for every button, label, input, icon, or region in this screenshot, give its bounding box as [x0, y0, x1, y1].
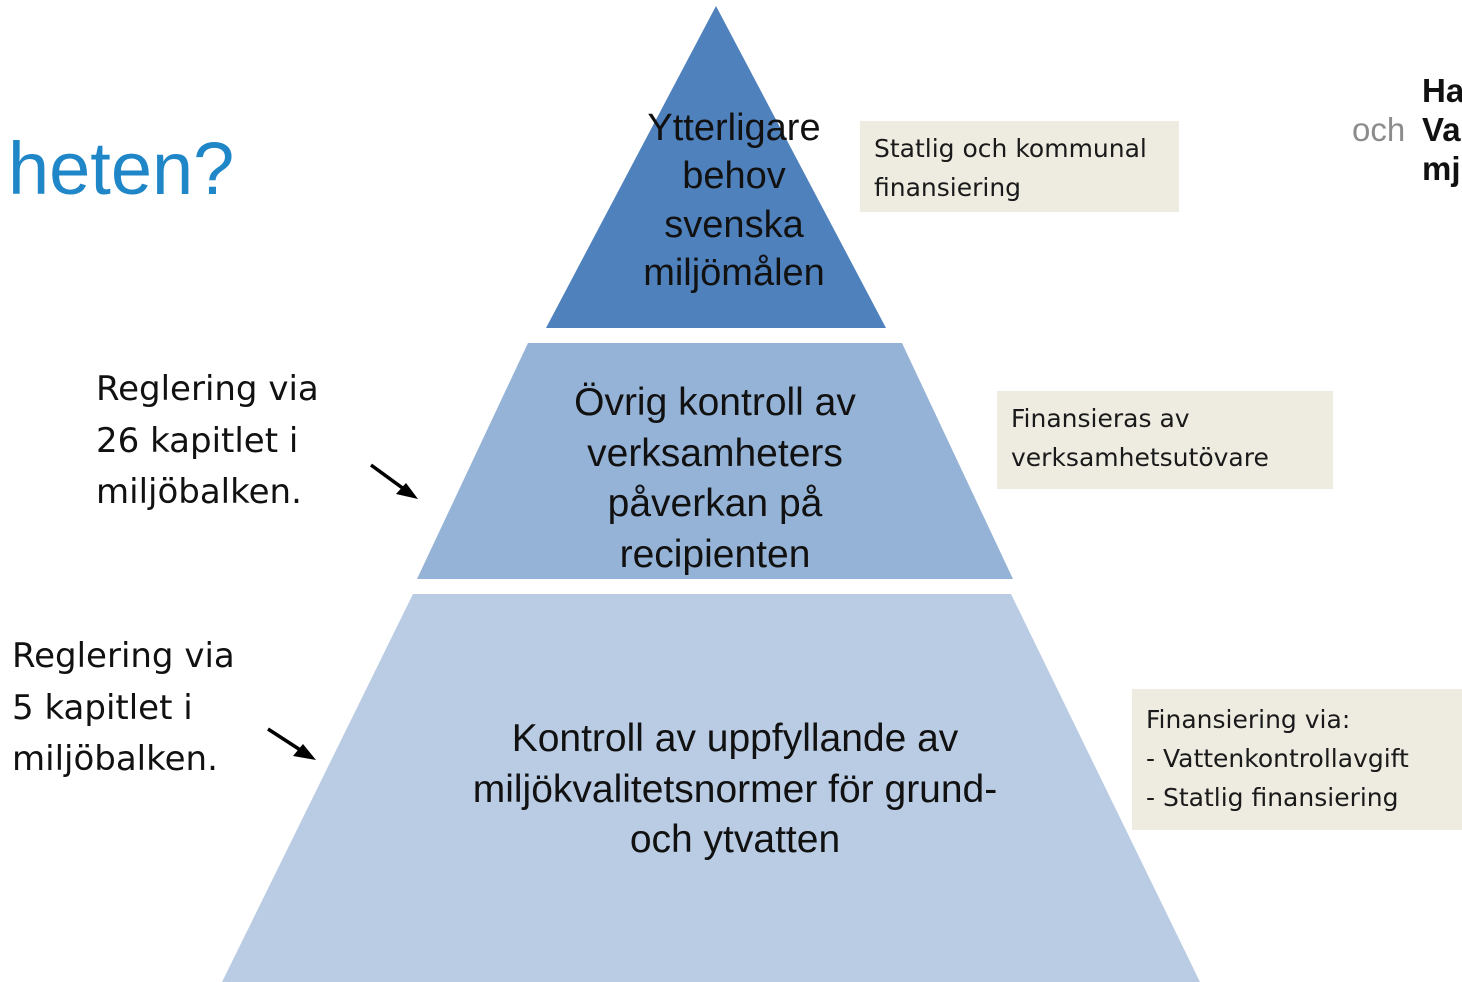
regulation-line: miljöbalken. — [96, 472, 302, 513]
note-line: verksamhetsutövare — [1011, 442, 1269, 472]
arrow-icon — [267, 727, 316, 760]
funding-note-middle: Finansieras av verksamhetsutövare — [997, 391, 1333, 489]
tier-bottom-line: och ytvatten — [629, 818, 841, 862]
regulation-line: Reglering via — [96, 369, 319, 409]
logo-text: mj — [1422, 150, 1461, 187]
slide-title: heten? — [8, 127, 235, 210]
funding-note-top: Statlig och kommunal finansiering — [860, 121, 1179, 212]
tier-middle-line: recipienten — [619, 533, 811, 577]
funding-note-bottom: Finansiering via: - Vattenkontrollavgift… — [1132, 689, 1462, 830]
regulation-line: 26 kapitlet i — [96, 420, 299, 461]
pyramid-tier-bottom — [222, 594, 1200, 982]
tier-bottom-line: miljökvalitetsnormer för grund- — [472, 767, 998, 811]
tier-top-line: behov — [682, 155, 786, 198]
tier-top-line: svenska — [664, 203, 804, 246]
regulation-label-26: Reglering via 26 kapitlet i miljöbalken. — [96, 364, 319, 519]
agency-logo: Ha och Va mj — [1352, 72, 1462, 192]
tier-middle-line: verksamheters — [587, 431, 843, 475]
note-line: Finansiering via: — [1146, 705, 1351, 734]
logo-text: Ha — [1422, 72, 1462, 109]
regulation-label-5: Reglering via 5 kapitlet i miljöbalken. — [12, 631, 235, 786]
pyramid-tier-middle — [417, 343, 1013, 579]
tier-middle-line: Övrig kontroll av — [574, 381, 856, 424]
tier-middle-label: Övrig kontroll av verksamheters påverkan… — [520, 378, 910, 581]
note-line: - Vattenkontrollavgift — [1146, 743, 1409, 773]
note-line: finansiering — [874, 172, 1022, 202]
logo-text: Va — [1422, 111, 1461, 148]
tier-top-line: miljömålen — [643, 251, 825, 294]
tier-top-line: Ytterligare — [647, 107, 821, 149]
regulation-line: miljöbalken. — [12, 739, 218, 780]
logo-text: och — [1352, 111, 1406, 148]
tier-bottom-line: Kontroll av uppfyllande av — [511, 717, 959, 760]
arrow-icon — [369, 463, 418, 499]
regulation-line: Reglering via — [12, 636, 235, 676]
note-line: Finansieras av — [1011, 404, 1190, 433]
tier-bottom-label: Kontroll av uppfyllande av miljökvalitet… — [400, 714, 1070, 866]
regulation-line: 5 kapitlet i — [12, 687, 193, 728]
note-line: - Statlig finansiering — [1146, 782, 1399, 812]
tier-middle-line: påverkan på — [607, 482, 823, 526]
tier-top-label: Ytterligare behov svenska miljömålen — [600, 104, 868, 297]
pyramid-tier-top — [546, 6, 886, 328]
note-line: Statlig och kommunal — [874, 134, 1147, 163]
